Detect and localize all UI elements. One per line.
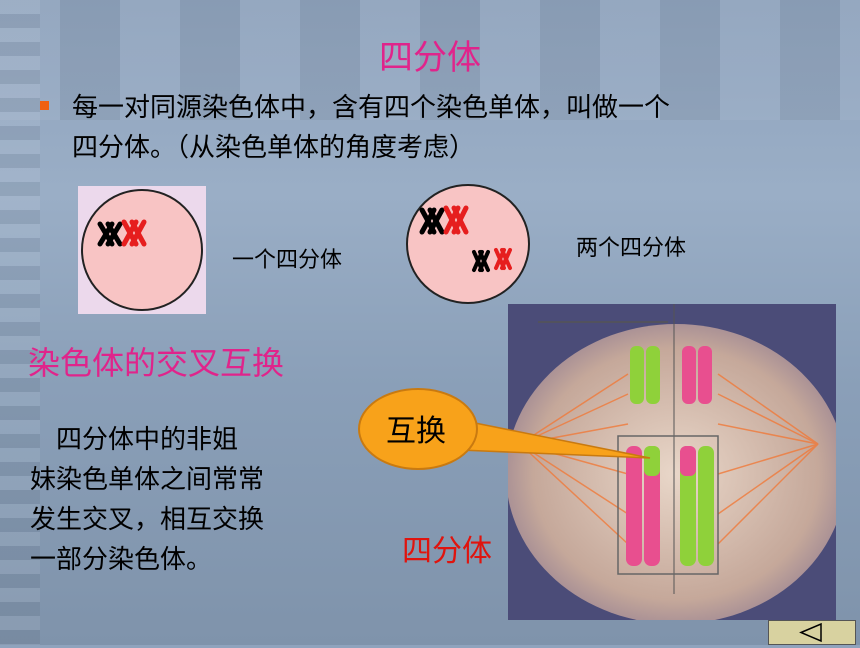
cell-two-diagram [406, 184, 530, 304]
caption-two-tetrads: 两个四分体 [576, 236, 687, 261]
crossover-illustration [508, 304, 836, 620]
upper-green-chromatid-b [646, 346, 660, 404]
upper-green-chromatid-a [630, 346, 644, 404]
paragraph-line-2: 妹染色单体之间常常 [30, 465, 265, 495]
bullet-line-2: 四分体。（从染色单体的角度考虑） [72, 133, 476, 163]
crossover-heading: 染色体的交叉互换 [28, 344, 285, 382]
lower-pink-chromatid-b [644, 446, 660, 566]
cell-one-membrane [81, 189, 203, 311]
tetrad-frame [617, 435, 719, 575]
paragraph-line-4: 一部分染色体。 [30, 545, 213, 575]
caption-one-tetrad: 一个四分体 [232, 248, 343, 273]
background-stripes-top [0, 0, 860, 120]
chromosome-black [97, 221, 123, 247]
slide-title: 四分体 [379, 38, 481, 78]
tetrad-one [97, 219, 147, 247]
paragraph-line-1: 四分体中的非姐 [30, 425, 239, 455]
tetrad-large-black [419, 207, 445, 235]
upper-pink-chromatid-a [682, 346, 696, 404]
cell-one-diagram [81, 189, 203, 311]
bullet-line-1: 每一对同源染色体中，含有四个染色单体，叫做一个 [72, 93, 671, 123]
background-stripes-left [0, 0, 40, 645]
upper-pink-chromatid-b [698, 346, 712, 404]
exchanged-segment-green [644, 446, 660, 476]
bullet-text: 每一对同源染色体中，含有四个染色单体，叫做一个 四分体。（从染色单体的角度考虑） [72, 88, 852, 168]
tetrad-label: 四分体 [402, 534, 492, 569]
callout-text: 互换 [386, 414, 446, 449]
callout-bubble [358, 388, 478, 470]
lower-green-chromatid-b [698, 446, 714, 566]
crossover-paragraph: 四分体中的非姐 妹染色单体之间常常 发生交叉，相互交换 一部分染色体。 [30, 420, 340, 580]
tetrad-small-black [472, 250, 490, 272]
lower-green-chromatid-a [680, 446, 696, 566]
tetrad-small-red [494, 248, 512, 270]
tetrad-large-red [443, 205, 469, 235]
paragraph-line-3: 发生交叉，相互交换 [30, 505, 265, 535]
callout-pointer [460, 419, 651, 459]
exchanged-segment-pink [680, 446, 696, 476]
bullet-square-icon [40, 101, 49, 110]
back-button[interactable] [768, 620, 856, 645]
triangle-left-icon [799, 622, 822, 643]
chromosome-red [121, 219, 147, 247]
lower-pink-chromatid-a [626, 446, 642, 566]
cell-two-membrane [406, 184, 530, 304]
